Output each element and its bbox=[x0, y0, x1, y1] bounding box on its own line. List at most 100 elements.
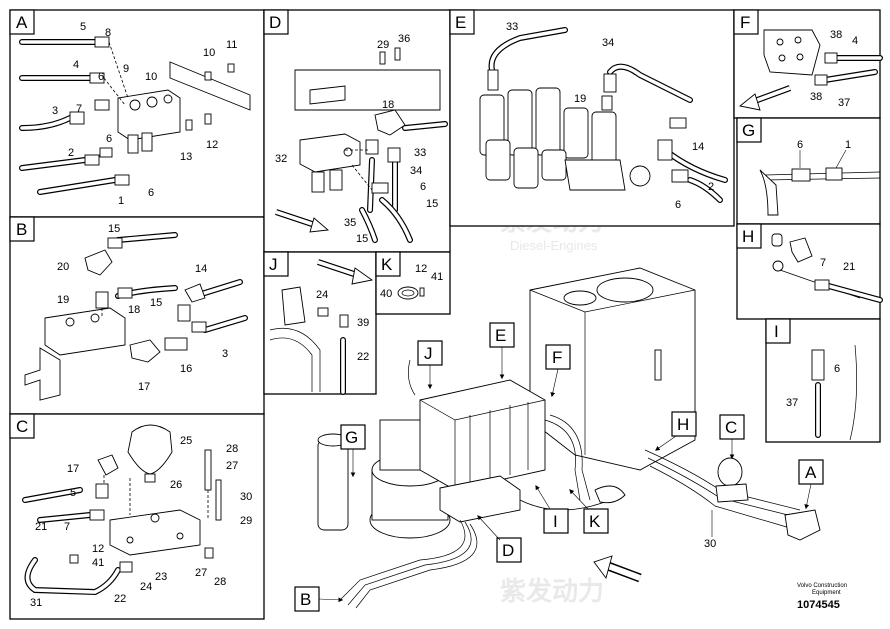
callout-number: 8 bbox=[105, 27, 111, 39]
callout-number: 7 bbox=[76, 103, 82, 115]
callout-number: 18 bbox=[382, 99, 394, 111]
callout-number: 30 bbox=[704, 538, 716, 550]
main-label-text: G bbox=[345, 428, 358, 447]
watermark-text: 紫发动力 bbox=[500, 576, 604, 606]
callout-number: 19 bbox=[574, 93, 586, 105]
main-label-c bbox=[719, 414, 745, 440]
callout-number: 15 bbox=[356, 233, 368, 245]
callout-number: 27 bbox=[195, 567, 207, 579]
callout-number: 41 bbox=[92, 557, 104, 569]
callout-number: 24 bbox=[316, 289, 328, 301]
company-name: Volvo Construction bbox=[797, 583, 847, 589]
callout-number: 12 bbox=[92, 543, 104, 555]
callout-number: 20 bbox=[57, 261, 69, 273]
panel-letter: D bbox=[269, 13, 281, 32]
main-label-text: C bbox=[725, 418, 737, 437]
callout-number: 12 bbox=[415, 263, 427, 275]
callout-number: 18 bbox=[128, 304, 140, 316]
main-label-text: H bbox=[677, 415, 689, 434]
watermark-text: Diesel-Engines bbox=[510, 238, 598, 253]
callout-number: 7 bbox=[820, 257, 826, 269]
main-label-text: F bbox=[552, 348, 562, 367]
panel-letter: I bbox=[774, 322, 779, 341]
panel-letter: A bbox=[16, 13, 28, 32]
panel-letter: E bbox=[455, 13, 466, 32]
callout-number: 16 bbox=[180, 363, 192, 375]
main-label-d bbox=[496, 537, 522, 563]
callout-number: 13 bbox=[180, 151, 192, 163]
callout-number: 33 bbox=[506, 21, 518, 33]
main-assembly-view: J E F G H C A I K D B 30 bbox=[294, 267, 824, 612]
callout-number: 22 bbox=[357, 351, 369, 363]
panel-letter: H bbox=[742, 227, 754, 246]
panel-g: G 6 1 bbox=[736, 117, 881, 225]
callout-number: 29 bbox=[240, 515, 252, 527]
callout-number: 36 bbox=[398, 33, 410, 45]
callout-number: 26 bbox=[170, 479, 182, 491]
callout-number: 30 bbox=[240, 491, 252, 503]
callout-number: 6 bbox=[675, 199, 681, 211]
callout-number: 12 bbox=[206, 139, 218, 151]
main-label-text: J bbox=[424, 344, 433, 363]
callout-number: 15 bbox=[426, 198, 438, 210]
panel-j: J 24 39 22 bbox=[263, 251, 377, 395]
panel-a: A 5 8 4 6 9 10 11 bbox=[9, 9, 265, 218]
callout-number: 38 bbox=[830, 29, 842, 41]
panel-letter: B bbox=[16, 220, 27, 239]
panel-letter: F bbox=[740, 13, 750, 32]
callout-number: 10 bbox=[145, 71, 157, 83]
callout-number: 41 bbox=[431, 271, 443, 283]
callout-number: 21 bbox=[843, 261, 855, 273]
callout-number: 7 bbox=[64, 521, 70, 533]
callout-number: 3 bbox=[222, 348, 228, 360]
document-number: 1074545 bbox=[797, 599, 840, 611]
callout-number: 1 bbox=[118, 195, 124, 207]
main-label-text: E bbox=[495, 326, 506, 345]
callout-number: 4 bbox=[73, 59, 79, 71]
callout-number: 34 bbox=[410, 165, 422, 177]
callout-number: 40 bbox=[380, 288, 392, 300]
callout-number: 10 bbox=[203, 47, 215, 59]
main-label-text: A bbox=[805, 463, 817, 482]
main-label-i bbox=[543, 508, 569, 534]
callout-number: 29 bbox=[377, 39, 389, 51]
callout-number: 2 bbox=[708, 181, 714, 193]
callout-number: 27 bbox=[226, 460, 238, 472]
callout-number: 39 bbox=[357, 317, 369, 329]
callout-number: 22 bbox=[114, 593, 126, 605]
callout-number: 11 bbox=[226, 39, 237, 51]
callout-number: 37 bbox=[786, 397, 798, 409]
panel-i: I 6 37 bbox=[765, 318, 881, 443]
callout-number: 14 bbox=[692, 141, 704, 153]
main-label-h bbox=[671, 411, 697, 437]
callout-number: 5 bbox=[70, 487, 76, 499]
callout-number: 6 bbox=[797, 139, 803, 151]
panel-d: D 29 36 18 32 33 34 6 15 bbox=[263, 9, 451, 253]
callout-number: 6 bbox=[98, 71, 104, 83]
panel-letter: J bbox=[269, 255, 278, 274]
callout-number: 35 bbox=[344, 217, 356, 229]
panel-h: H 7 21 bbox=[736, 223, 883, 320]
callout-number: 9 bbox=[123, 63, 129, 75]
callout-number: 23 bbox=[155, 571, 167, 583]
callout-number: 21 bbox=[35, 521, 47, 533]
callout-number: 34 bbox=[602, 37, 614, 49]
panel-letter: C bbox=[16, 417, 28, 436]
main-label-e bbox=[489, 322, 515, 348]
panel-letter: K bbox=[381, 255, 393, 274]
main-label-text: D bbox=[502, 541, 514, 560]
callout-number: 6 bbox=[148, 187, 154, 199]
callout-number: 17 bbox=[138, 381, 150, 393]
panel-k: K 12 41 40 bbox=[375, 251, 451, 315]
callout-number: 38 bbox=[810, 91, 822, 103]
callout-number: 6 bbox=[106, 133, 112, 145]
callout-number: 14 bbox=[195, 263, 207, 275]
main-label-j bbox=[417, 340, 443, 366]
callout-number: 6 bbox=[420, 181, 426, 193]
callout-number: 33 bbox=[414, 147, 426, 159]
callout-number: 5 bbox=[80, 21, 86, 33]
main-label-b bbox=[294, 586, 320, 612]
callout-number: 28 bbox=[214, 576, 226, 588]
panel-b: B 15 20 14 19 18 15 17 16 3 bbox=[9, 216, 265, 415]
callout-number: 32 bbox=[275, 153, 287, 165]
